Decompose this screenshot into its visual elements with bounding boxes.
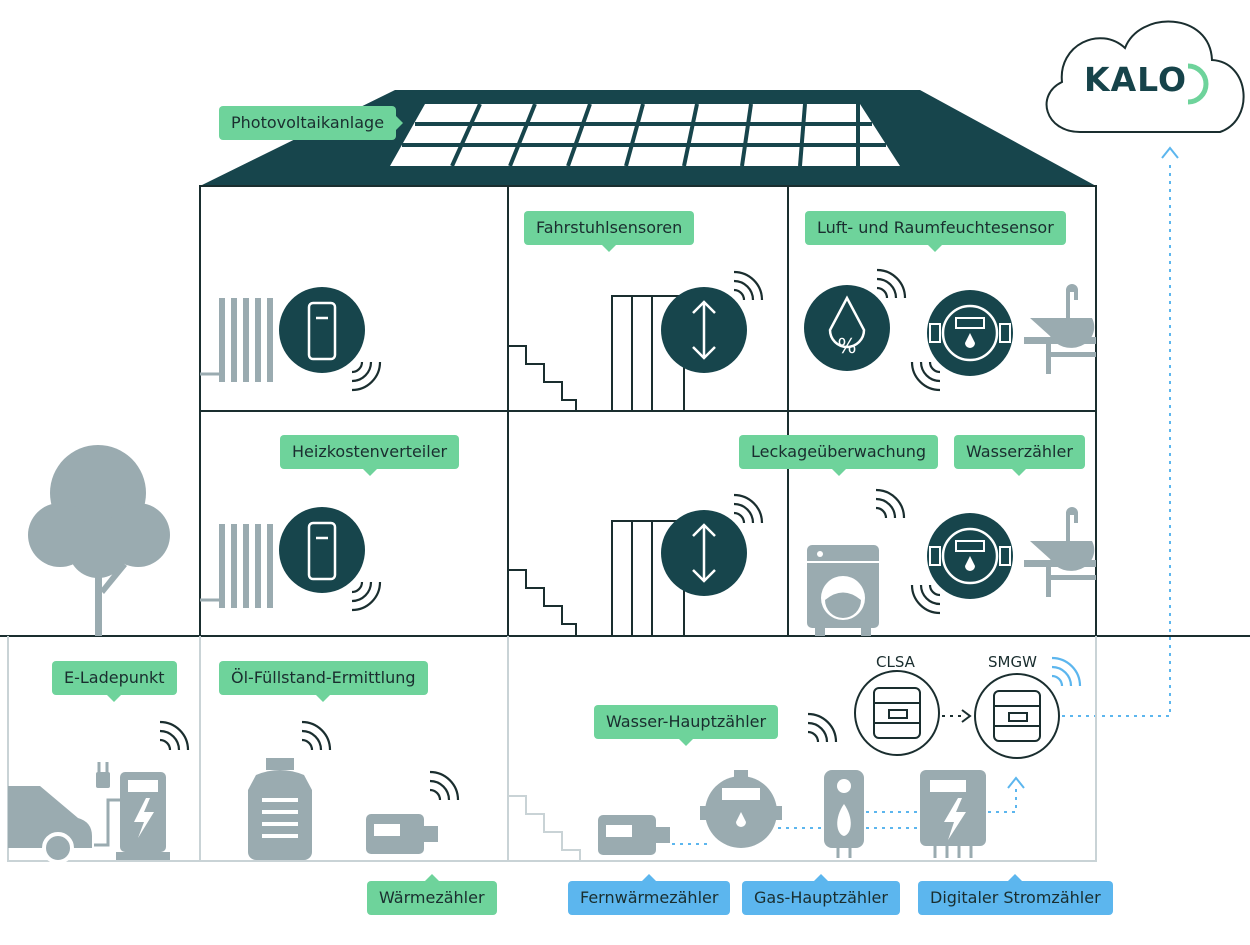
gas-meter-icon bbox=[824, 770, 864, 858]
main-water-meter-icon bbox=[700, 712, 838, 848]
smgw-label: SMGW bbox=[988, 653, 1037, 671]
tree-illustration bbox=[28, 445, 170, 636]
label-heizkostenverteiler-text: Heizkostenverteiler bbox=[292, 442, 448, 461]
label-gas-hauptzaehler: Gas-Hauptzähler bbox=[742, 874, 900, 915]
radiator-icon bbox=[219, 298, 273, 608]
label-oel-fuellstand-text: Öl-Füllstand-Ermittlung bbox=[231, 668, 416, 687]
label-wasser-hauptzaehler: Wasser-Hauptzähler bbox=[594, 705, 779, 746]
label-leckageueberwachung: Leckageüberwachung bbox=[739, 435, 939, 476]
label-photovoltaik: Photovoltaikanlage bbox=[219, 106, 404, 140]
car-icon bbox=[8, 786, 92, 864]
label-heizkostenverteiler: Heizkostenverteiler bbox=[280, 435, 460, 476]
smgw-icon bbox=[974, 656, 1082, 759]
label-fahrstuhlsensoren-text: Fahrstuhlsensoren bbox=[536, 218, 683, 237]
clsa-icon bbox=[854, 670, 940, 756]
label-feuchtesensor: Luft- und Raumfeuchtesensor bbox=[805, 211, 1066, 252]
sink-icon bbox=[1024, 507, 1096, 597]
label-gas-hauptzaehler-text: Gas-Hauptzähler bbox=[754, 888, 888, 907]
clsa-label: CLSA bbox=[876, 653, 915, 671]
label-fernwaermezaehler-text: Fernwärmezähler bbox=[580, 888, 719, 907]
label-waermezaehler-text: Wärmezähler bbox=[379, 888, 485, 907]
arrow-icon bbox=[942, 709, 972, 723]
water-meter-icon bbox=[910, 513, 1013, 615]
label-photovoltaik-text: Photovoltaikanlage bbox=[231, 113, 385, 132]
label-waermezaehler: Wärmezähler bbox=[367, 874, 497, 915]
oil-tank-icon bbox=[248, 720, 332, 860]
label-digitaler-stromzaehler: Digitaler Stromzähler bbox=[918, 874, 1113, 915]
heat-meter-icon bbox=[366, 770, 460, 854]
charging-station-icon bbox=[94, 720, 190, 860]
label-wasserzaehler: Wasserzähler bbox=[954, 435, 1085, 476]
label-wasser-hauptzaehler-text: Wasser-Hauptzähler bbox=[606, 712, 767, 731]
kalo-logo: KALO bbox=[1084, 60, 1188, 99]
svg-text:%: % bbox=[837, 334, 856, 358]
label-fernwaermezaehler: Fernwärmezähler bbox=[568, 874, 731, 915]
sink-icon bbox=[1024, 284, 1096, 374]
solar-panel bbox=[390, 103, 900, 167]
label-feuchtesensor-text: Luft- und Raumfeuchtesensor bbox=[817, 218, 1054, 237]
heat-cost-allocator-icon bbox=[279, 287, 382, 612]
cloud-icon bbox=[1045, 20, 1245, 133]
humidity-sensor-icon: % bbox=[804, 268, 907, 371]
label-leckageueberwachung-text: Leckageüberwachung bbox=[751, 442, 927, 461]
label-digitaler-stromzaehler-text: Digitaler Stromzähler bbox=[930, 888, 1101, 907]
label-fahrstuhlsensoren: Fahrstuhlsensoren bbox=[524, 211, 695, 252]
label-e-ladepunkt: E-Ladepunkt bbox=[52, 661, 177, 702]
label-wasserzaehler-text: Wasserzähler bbox=[966, 442, 1073, 461]
water-meter-icon bbox=[910, 290, 1013, 392]
label-oel-fuellstand: Öl-Füllstand-Ermittlung bbox=[219, 661, 428, 702]
elevator-icon bbox=[508, 270, 764, 636]
district-heat-meter-icon bbox=[598, 815, 670, 855]
washing-machine-icon bbox=[807, 488, 906, 636]
label-e-ladepunkt-text: E-Ladepunkt bbox=[64, 668, 165, 687]
digital-power-meter-icon bbox=[920, 770, 986, 858]
